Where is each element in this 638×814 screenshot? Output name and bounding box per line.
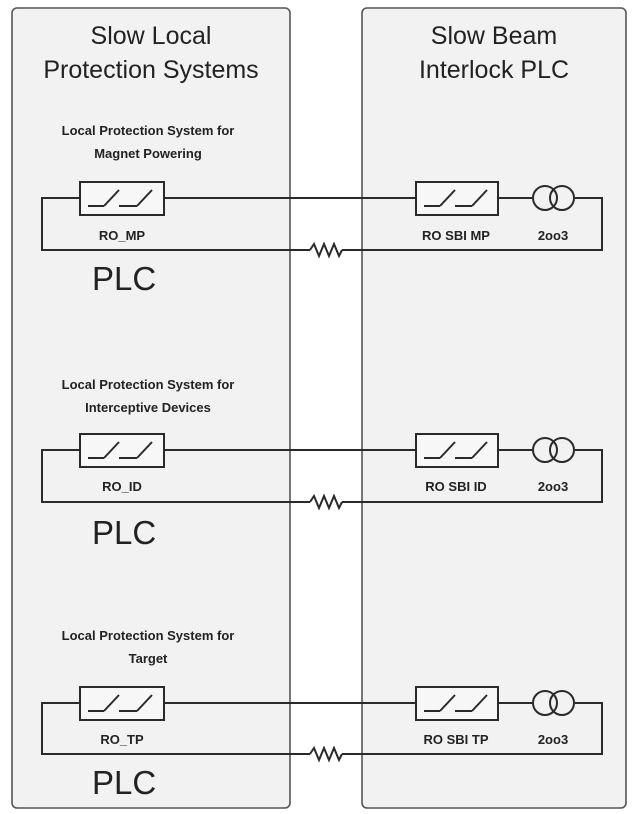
group-heading-line2: Magnet Powering [94, 146, 202, 161]
voter-label: 2oo3 [538, 732, 568, 747]
protection-group-target: Local Protection System for Target RO_TP [41, 628, 603, 801]
group-heading-line1: Local Protection System for [62, 123, 235, 138]
plc-label: PLC [92, 764, 156, 801]
voter-2oo3-symbol [532, 185, 575, 211]
right-panel-title-line2: Interlock PLC [419, 56, 569, 84]
local-contact-label: RO_MP [99, 228, 146, 243]
local-contact-label: RO_TP [100, 732, 144, 747]
sbi-contact-label: RO SBI TP [423, 732, 488, 747]
sbi-contact-switch [415, 686, 499, 721]
group-heading-line2: Target [129, 651, 168, 666]
interlock-loop-wiring [41, 449, 603, 511]
local-contact-switch [79, 686, 165, 721]
right-panel-title-line1: Slow Beam [431, 22, 557, 50]
sbi-contact-switch [415, 181, 499, 216]
voter-2oo3-symbol [532, 690, 575, 716]
group-heading-line1: Local Protection System for [62, 377, 235, 392]
plc-label: PLC [92, 260, 156, 297]
sbi-contact-label: RO SBI ID [425, 479, 486, 494]
sbi-contact-label: RO SBI MP [422, 228, 490, 243]
voter-2oo3-symbol [532, 437, 575, 463]
voter-label: 2oo3 [538, 228, 568, 243]
protection-group-magnet-powering: Local Protection System for Magnet Power… [41, 123, 603, 297]
local-contact-label: RO_ID [102, 479, 142, 494]
interlock-loop-wiring [41, 702, 603, 763]
left-panel-title-line1: Slow Local [91, 22, 212, 50]
local-contact-switch [79, 181, 165, 216]
group-heading-line1: Local Protection System for [62, 628, 235, 643]
voter-label: 2oo3 [538, 479, 568, 494]
plc-label: PLC [92, 514, 156, 551]
left-panel-title-line2: Protection Systems [43, 56, 258, 84]
protection-group-interceptive-devices: Local Protection System for Interceptive… [41, 377, 603, 551]
group-heading-line2: Interceptive Devices [85, 400, 211, 415]
sbi-contact-switch [415, 433, 499, 468]
interlock-loop-wiring [41, 197, 603, 259]
local-contact-switch [79, 433, 165, 468]
